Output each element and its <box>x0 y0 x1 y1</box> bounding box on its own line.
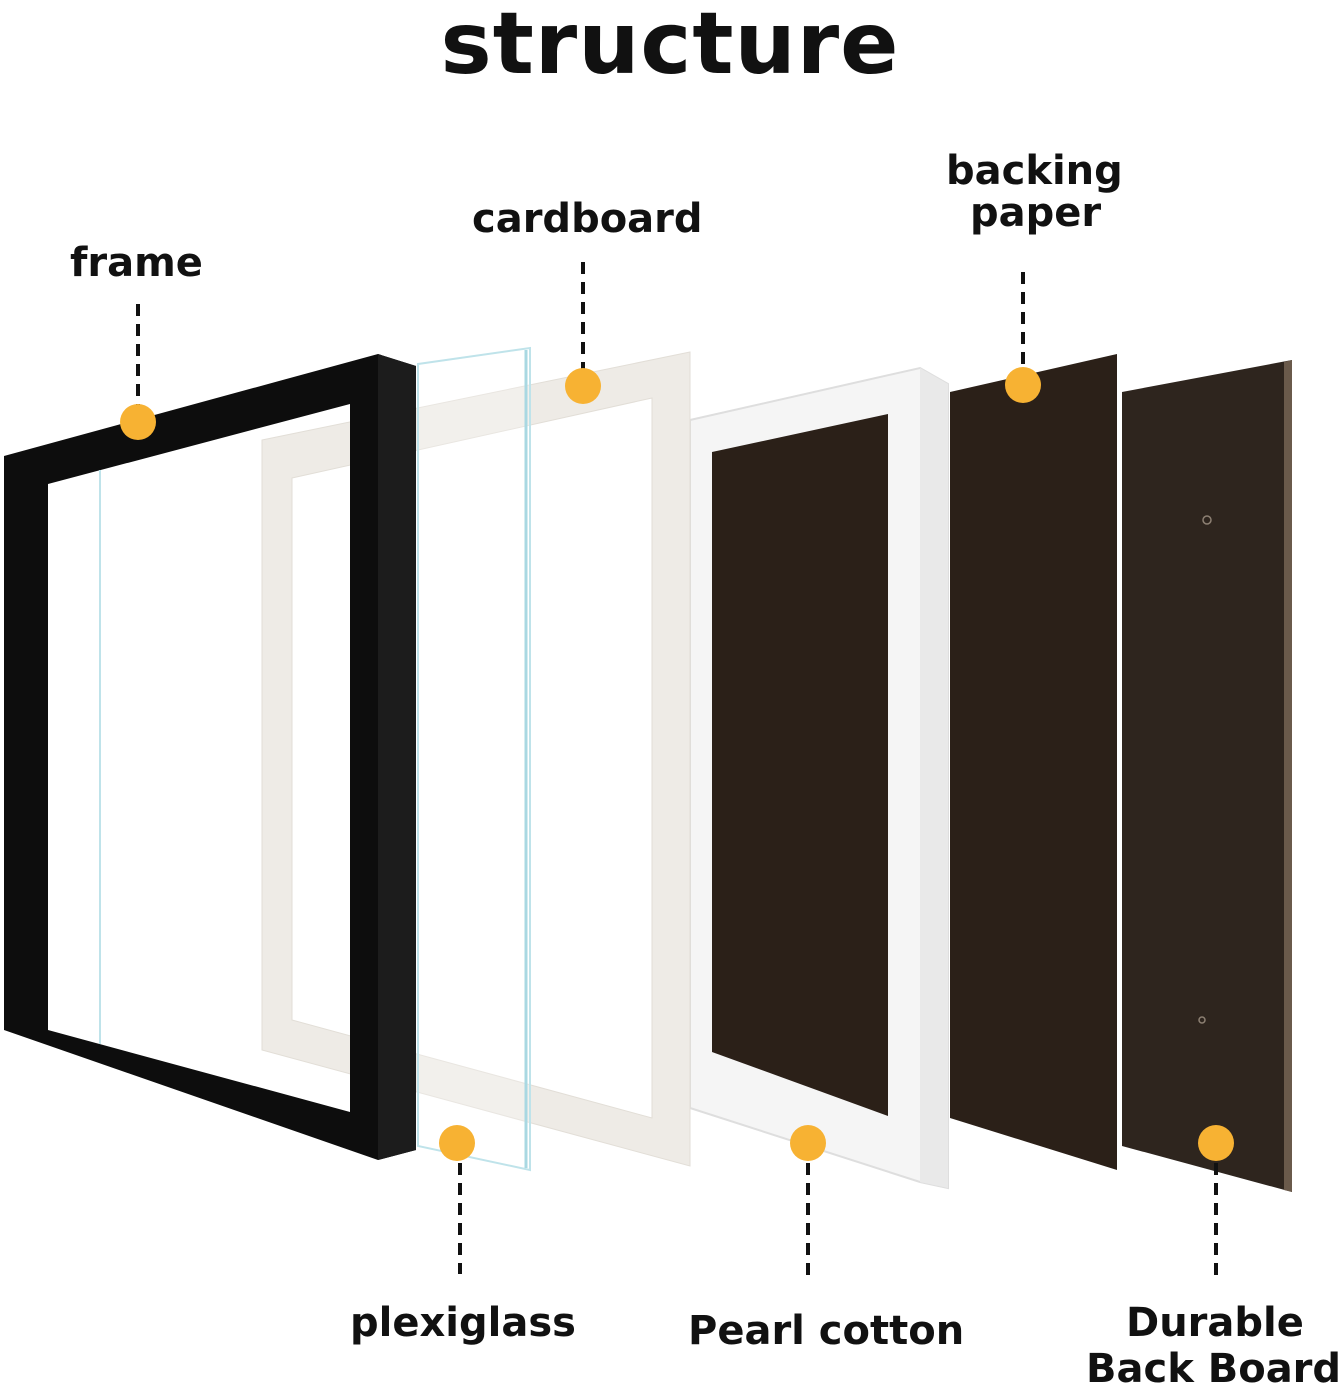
plexiglass-layer <box>417 346 531 1172</box>
leader-lines <box>136 262 1218 1280</box>
pearl-cotton-marker <box>790 1125 826 1161</box>
back-board-edge <box>1284 360 1292 1192</box>
back-board-panel <box>1122 360 1292 1192</box>
backing-paper-layer <box>950 354 1117 1170</box>
plexiglass-marker <box>439 1125 475 1161</box>
cardboard-layer <box>261 351 691 1167</box>
cardboard-marker <box>565 368 601 404</box>
back-board-marker <box>1198 1125 1234 1161</box>
pearl-cotton-label: Pearl cotton <box>688 1308 965 1354</box>
frame-layer <box>4 354 416 1160</box>
pearl-cotton-dark-insert <box>712 414 888 1116</box>
diagram-title: structure <box>440 0 900 94</box>
back-board-layer <box>1122 360 1292 1192</box>
frame-label: frame <box>70 240 203 286</box>
back-board-hole-bottom <box>1198 1016 1206 1024</box>
cardboard-mat <box>261 351 691 1167</box>
back-board-hole-top <box>1202 515 1212 525</box>
pearl-cotton-layer <box>689 366 949 1190</box>
back-board-label-line1: Durable <box>1126 1300 1304 1346</box>
back-board-label-line2: Back Board <box>1086 1346 1340 1392</box>
pearl-cotton-side <box>920 368 948 1188</box>
plexiglass-sheet <box>417 346 531 1172</box>
backing-paper-panel <box>950 354 1117 1170</box>
backing-paper-label-line2: paper <box>970 190 1102 236</box>
backing-paper-label-line1: backing <box>946 148 1123 194</box>
frame-body <box>4 354 416 1160</box>
plexiglass-label: plexiglass <box>350 1300 576 1346</box>
markers <box>120 367 1234 1161</box>
frame-marker <box>120 404 156 440</box>
frame-side <box>378 354 416 1160</box>
backing-paper-marker <box>1005 367 1041 403</box>
cardboard-label: cardboard <box>472 196 703 242</box>
